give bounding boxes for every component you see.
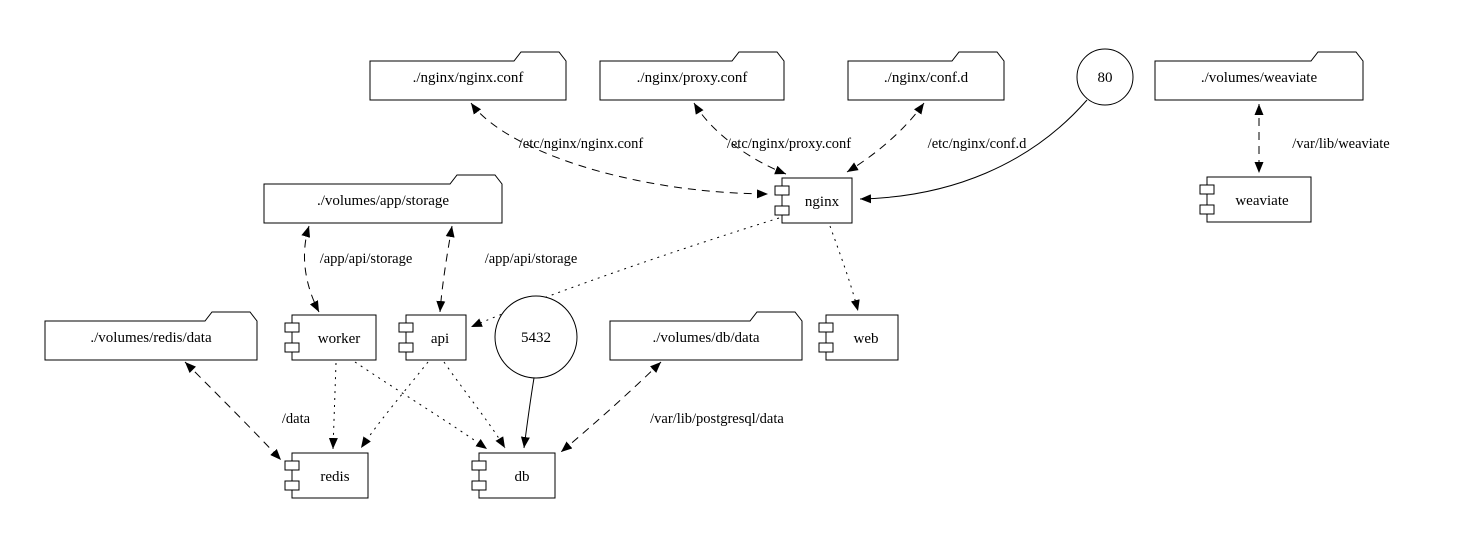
node-nginx-conf-file: ./nginx/nginx.conf (369, 51, 567, 101)
folder-icon (263, 174, 503, 224)
node-label: ./volumes/db/data (652, 330, 759, 346)
component-icon (781, 177, 853, 224)
node-label: ./nginx/conf.d (884, 70, 969, 86)
node-port-80: 80 (1076, 48, 1134, 106)
edge-nginx-web (829, 225, 860, 312)
node-label: ./volumes/redis/data (90, 330, 212, 346)
node-conf-d-dir: ./nginx/conf.d (847, 51, 1005, 101)
node-port-5432: 5432 (494, 295, 578, 379)
edges-layer (184, 99, 1264, 461)
folder-icon (1154, 51, 1364, 101)
edge-label-conf-d-mount: /etc/nginx/conf.d (928, 136, 1027, 152)
nodes-layer: ./nginx/nginx.conf ./nginx/proxy.conf ./… (44, 48, 1364, 499)
node-api: api (398, 314, 467, 361)
node-redis: redis (284, 452, 369, 499)
edge-db-data-volume (560, 361, 662, 453)
node-label: weaviate (1235, 193, 1289, 209)
node-weaviate-volume: ./volumes/weaviate (1154, 51, 1364, 101)
folder-icon (609, 311, 803, 361)
edge-label-weaviate-mount: /var/lib/weaviate (1292, 136, 1389, 152)
node-label: redis (320, 469, 349, 485)
folder-icon (599, 51, 785, 101)
edge-api-db (443, 361, 506, 449)
node-label: web (854, 331, 879, 347)
component-icon (825, 314, 899, 361)
edge-nginx-conf-d (846, 102, 925, 173)
edge-worker-db (354, 361, 488, 450)
node-label: ./volumes/app/storage (317, 193, 449, 209)
node-weaviate: weaviate (1199, 176, 1312, 223)
component-icon (1206, 176, 1312, 223)
edge-port5432-db (520, 377, 535, 449)
node-proxy-conf-file: ./nginx/proxy.conf (599, 51, 785, 101)
port-circle-icon (494, 295, 578, 379)
node-label: 5432 (521, 330, 551, 346)
node-db-data-volume: ./volumes/db/data (609, 311, 803, 361)
edge-api-storage (436, 225, 455, 313)
edge-label-api-storage-mount: /app/api/storage (485, 251, 578, 267)
edge-nginx-proxy-conf (693, 102, 787, 175)
edge-label-redis-mount: /data (282, 411, 311, 427)
node-redis-data-volume: ./volumes/redis/data (44, 311, 258, 361)
edge-port80-nginx (859, 99, 1088, 204)
edge-nginx-nginx-conf (470, 102, 769, 199)
node-web: web (818, 314, 899, 361)
folder-icon (369, 51, 567, 101)
edge-label-worker-storage-mount: /app/api/storage (320, 251, 413, 267)
node-nginx: nginx (774, 177, 853, 224)
port-circle-icon (1076, 48, 1134, 106)
folder-icon (44, 311, 258, 361)
node-label: worker (318, 331, 360, 347)
folder-icon (847, 51, 1005, 101)
edge-labels-layer: /etc/nginx/nginx.conf /etc/nginx/proxy.c… (282, 136, 1390, 427)
node-label: ./nginx/proxy.conf (637, 70, 748, 86)
node-db: db (471, 452, 556, 499)
node-label: ./volumes/weaviate (1201, 70, 1318, 86)
component-icon (291, 452, 369, 499)
node-worker: worker (284, 314, 377, 361)
edge-api-redis (360, 361, 429, 449)
edge-label-db-mount: /var/lib/postgresql/data (650, 411, 784, 427)
component-icon (405, 314, 467, 361)
node-label: ./nginx/nginx.conf (413, 70, 524, 86)
node-label: api (431, 331, 449, 347)
edge-redis-data-volume (184, 361, 282, 461)
edge-label-nginx-conf-mount: /etc/nginx/nginx.conf (519, 136, 644, 152)
node-app-storage-volume: ./volumes/app/storage (263, 174, 503, 224)
edge-label-proxy-conf-mount: /etc/nginx/proxy.conf (727, 136, 851, 152)
edge-worker-storage (301, 225, 320, 313)
component-icon (291, 314, 377, 361)
component-icon (478, 452, 556, 499)
node-label: db (515, 469, 530, 485)
node-label: nginx (805, 194, 840, 210)
node-label: 80 (1098, 70, 1113, 86)
edge-worker-redis (328, 362, 338, 450)
